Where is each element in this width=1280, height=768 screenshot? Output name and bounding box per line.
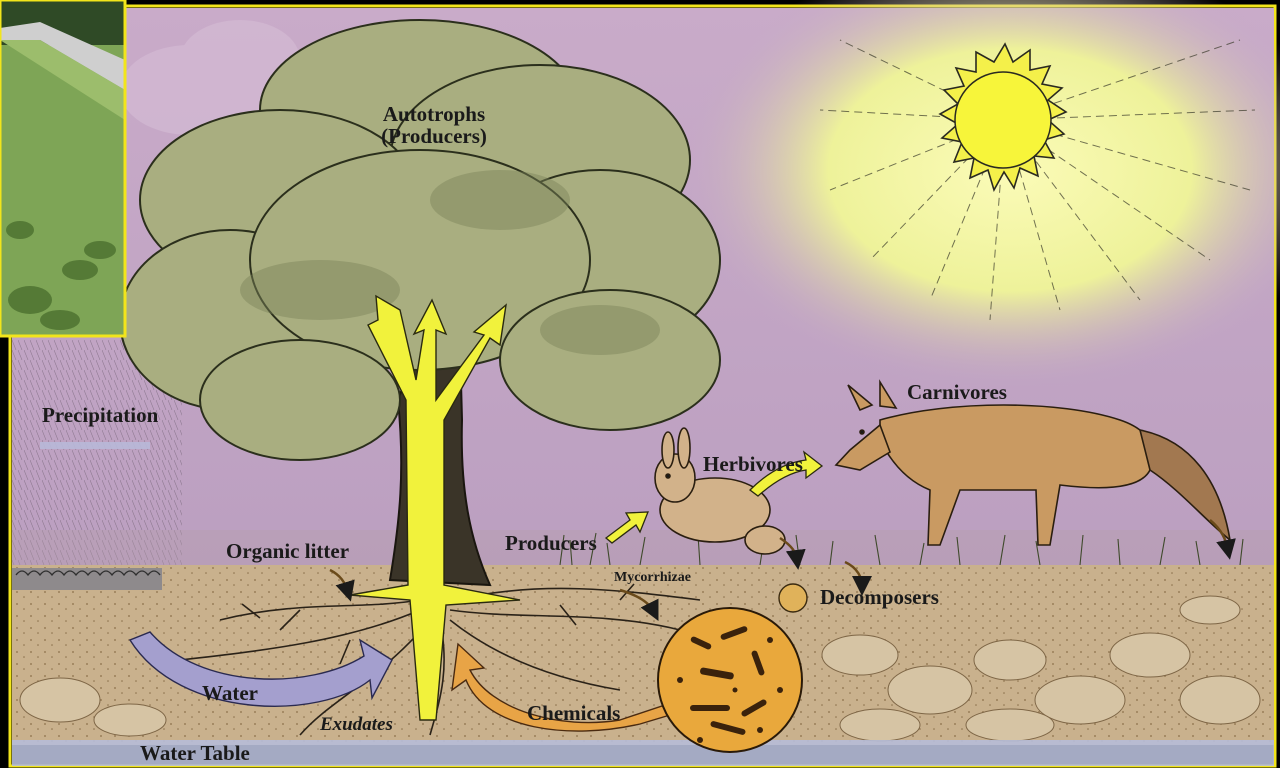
precipitation-bar <box>40 442 150 449</box>
label-autotrophs: Autotrophs (Producers) <box>364 103 504 147</box>
label-organic-litter: Organic litter <box>226 540 349 562</box>
label-carnivores: Carnivores <box>907 381 1007 403</box>
label-autotrophs-line1: Autotrophs <box>364 103 504 125</box>
label-water-table: Water Table <box>140 742 250 764</box>
label-water: Water <box>202 682 258 704</box>
label-herbivores: Herbivores <box>703 453 803 475</box>
label-chemicals: Chemicals <box>527 702 620 724</box>
litter-band <box>12 568 162 590</box>
label-precipitation: Precipitation <box>42 404 158 426</box>
label-autotrophs-line2: (Producers) <box>364 125 504 147</box>
photo-inset <box>0 0 125 336</box>
label-decomposers: Decomposers <box>820 586 939 608</box>
label-mycorrhizae: Mycorrhizae <box>614 571 691 586</box>
label-exudates: Exudates <box>320 715 393 735</box>
label-producers: Producers <box>505 532 597 554</box>
